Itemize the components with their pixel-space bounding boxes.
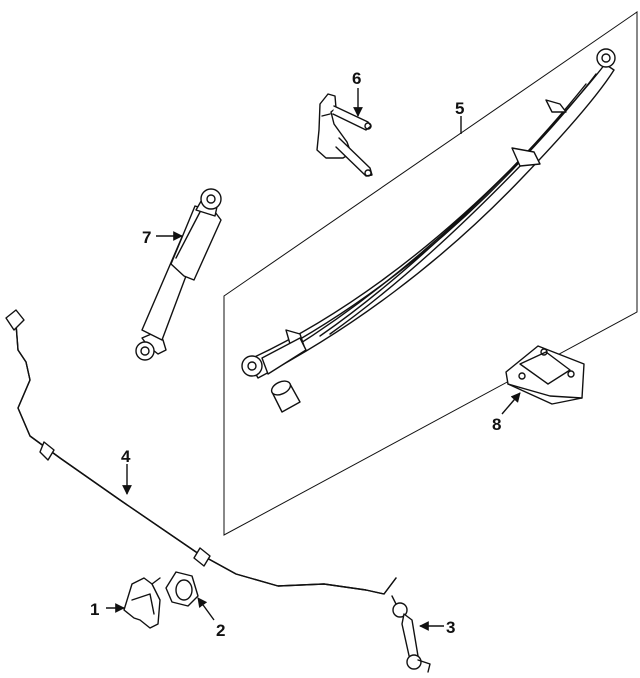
stabilizer-bushing-icon: [165, 571, 199, 607]
leader-8: [501, 392, 521, 415]
callout-3: 3: [446, 618, 455, 637]
callout-1: 1: [90, 600, 99, 619]
callout-7: 7: [142, 228, 151, 247]
stabilizer-bracket-icon: [123, 577, 161, 629]
shock-absorber-icon: [135, 188, 222, 361]
callout-5: 5: [455, 99, 464, 118]
leader-2: [197, 597, 215, 621]
u-bolt-plate-icon: [316, 93, 373, 177]
stabilizer-link-icon: [391, 595, 431, 673]
callout-8: 8: [492, 415, 501, 434]
spring-bushing-icon: [270, 380, 301, 413]
callout-4: 4: [121, 447, 131, 466]
callout-6: 6: [352, 69, 361, 88]
callout-2: 2: [216, 621, 225, 640]
leaf-spring-icon: [241, 48, 616, 379]
spring-mount-plate-icon: [505, 345, 585, 405]
stabilizer-bar-icon: [5, 309, 397, 595]
leaf-spring-group-panel: [223, 11, 638, 536]
